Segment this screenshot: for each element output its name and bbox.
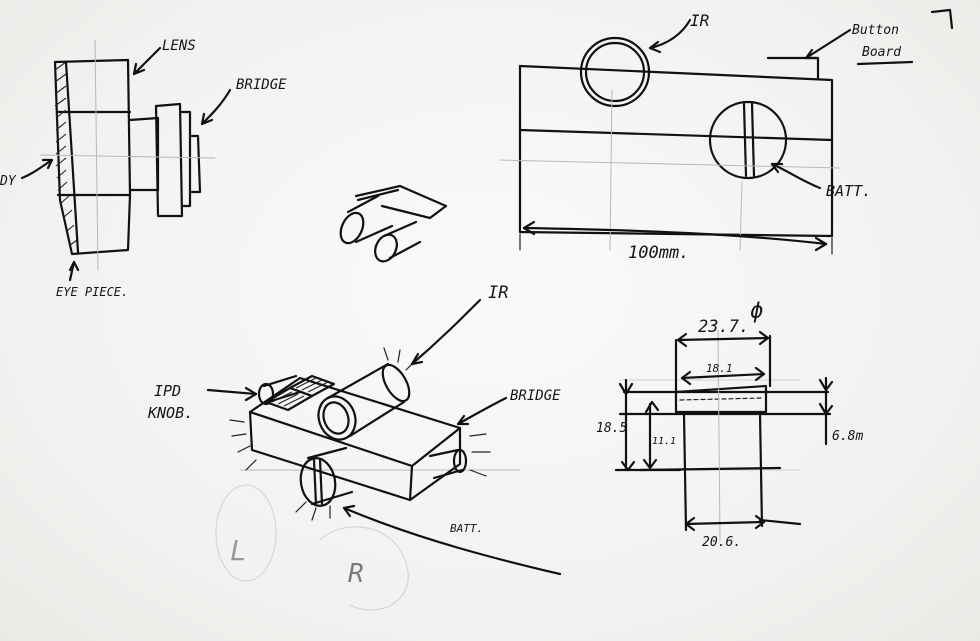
label-right-eye: R	[348, 559, 364, 589]
label-ipd-knob-line1: IPD	[154, 382, 181, 400]
label-ir-top: IR	[690, 11, 709, 30]
label-eyepiece: EYE PIECE.	[56, 285, 128, 299]
label-batt-top: BATT.	[826, 182, 871, 200]
label-ir-iso: IR	[488, 283, 508, 303]
label-diameter: 23.7.	[698, 317, 749, 337]
label-bridge-top: BRIDGE	[236, 77, 287, 93]
label-bridge-iso: BRIDGE	[510, 388, 561, 404]
isometric-sketch	[206, 298, 562, 576]
dimensioned-section	[614, 329, 834, 541]
label-button-board-line2: Board	[862, 45, 901, 60]
corner-mark	[930, 8, 954, 30]
label-sub-dim: 11.1	[652, 436, 676, 447]
label-inner-dim: 18.1	[706, 362, 733, 375]
front-view-sketch	[499, 18, 914, 255]
label-batt-iso: BATT.	[450, 522, 483, 535]
cylinder-doodle	[339, 184, 448, 263]
label-button-board-line1: Button	[852, 23, 899, 38]
side-view-sketch	[20, 39, 232, 282]
label-phi-symbol: ϕ	[750, 299, 763, 324]
label-lens: LENS	[162, 38, 196, 54]
label-height-dim: 18.5	[596, 421, 627, 436]
label-base-dim: 20.6.	[702, 535, 741, 550]
label-width-dim: 100mm.	[628, 243, 689, 263]
label-left-eye: L	[230, 534, 247, 567]
label-ipd-knob-line2: KNOB.	[147, 404, 193, 422]
label-body: DY	[0, 174, 17, 189]
label-gap-dim: 6.8m	[832, 429, 863, 444]
